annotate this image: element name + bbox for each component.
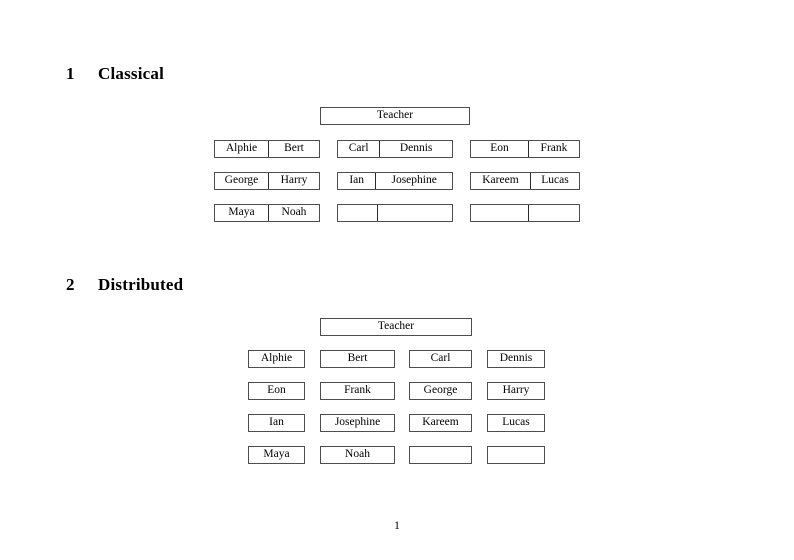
group-box: George Harry (214, 172, 320, 190)
name-cell: Frank (527, 141, 579, 157)
name-box: Lucas (487, 414, 545, 432)
name-box: Alphie (248, 350, 305, 368)
group-box: Eon Frank (470, 140, 580, 158)
name-cell: Ian (349, 174, 365, 187)
teacher-box-classical: Teacher (320, 107, 470, 125)
group-box: Kareem Lucas (470, 172, 580, 190)
group-box: Ian Josephine (337, 172, 453, 190)
name-box: Maya (248, 446, 305, 464)
name-cell: Dennis (379, 141, 452, 157)
name-cell (471, 205, 528, 221)
section-heading-classical: 1 Classical (66, 64, 164, 84)
name-cell (527, 205, 579, 221)
group-box: Carl Dennis (337, 140, 453, 158)
name-box: Carl (409, 350, 472, 368)
name-cell: Maya (228, 206, 255, 219)
name-cell: Kareem (482, 174, 519, 187)
name-box: Noah (320, 446, 395, 464)
name-cell: Eon (490, 142, 509, 155)
name-box: Harry (487, 382, 545, 400)
name-cell: Carl (348, 142, 369, 155)
name-cell (338, 205, 377, 221)
name-box: Bert (320, 350, 395, 368)
name-cell: Bert (267, 141, 319, 157)
page-number: 1 (394, 520, 400, 532)
section-title: Classical (98, 64, 165, 83)
name-box: Kareem (409, 414, 472, 432)
teacher-box-distributed: Teacher (320, 318, 472, 336)
name-cell (377, 205, 452, 221)
name-box: George (409, 382, 472, 400)
section-number: 2 (66, 275, 75, 294)
name-box: Ian (248, 414, 305, 432)
teacher-label: Teacher (376, 109, 414, 122)
section-number: 1 (66, 64, 75, 83)
name-box (409, 446, 472, 464)
section-title: Distributed (98, 275, 184, 294)
name-box (487, 446, 545, 464)
group-box (337, 204, 453, 222)
group-box: Alphie Bert (214, 140, 320, 158)
name-cell: Alphie (225, 142, 258, 155)
name-box: Eon (248, 382, 305, 400)
name-box: Frank (320, 382, 395, 400)
name-cell: Lucas (529, 173, 579, 189)
group-box: Maya Noah (214, 204, 320, 222)
teacher-label: Teacher (377, 320, 415, 333)
name-box: Josephine (320, 414, 395, 432)
name-cell: Harry (267, 173, 319, 189)
name-cell: Noah (267, 205, 319, 221)
name-cell: Josephine (375, 173, 452, 189)
group-box (470, 204, 580, 222)
section-heading-distributed: 2 Distributed (66, 275, 183, 295)
name-cell: George (224, 174, 259, 187)
name-box: Dennis (487, 350, 545, 368)
